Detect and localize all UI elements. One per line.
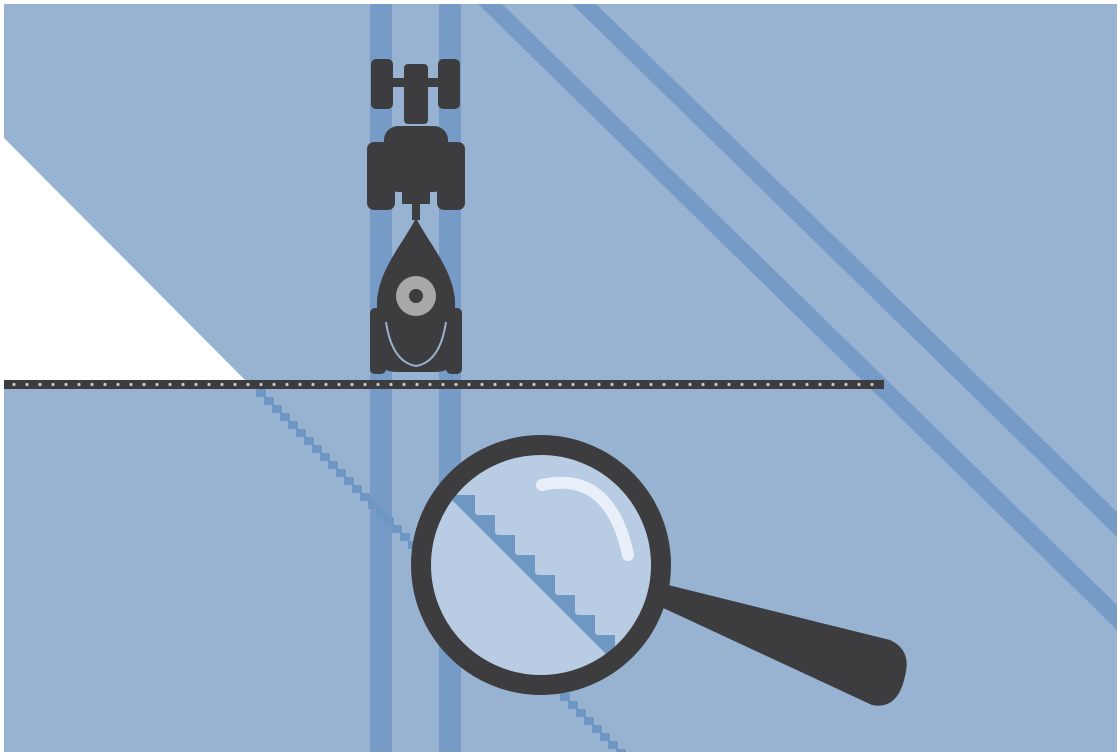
boom-nozzle-dot xyxy=(857,383,860,386)
overlap-step xyxy=(560,693,570,701)
boom-nozzle-dot xyxy=(727,383,730,386)
boom-nozzle-dot xyxy=(376,383,379,386)
overlap-step xyxy=(592,725,602,733)
overlap-step xyxy=(264,397,274,405)
boom-nozzle-dot xyxy=(558,383,561,386)
boom-nozzle-dot xyxy=(181,383,184,386)
boom-nozzle-dot xyxy=(506,383,509,386)
boom-nozzle-dot xyxy=(337,383,340,386)
spray-boom-icon xyxy=(4,380,884,389)
boom-nozzle-dot xyxy=(324,383,327,386)
boom-nozzle-dot xyxy=(831,383,834,386)
boom-nozzle-dot xyxy=(103,383,106,386)
boom-nozzle-dot xyxy=(402,383,405,386)
overlap-step xyxy=(392,525,402,533)
boom-nozzle-dot xyxy=(350,383,353,386)
boom-nozzle-dot xyxy=(38,383,41,386)
boom-nozzle-dot xyxy=(168,383,171,386)
boom-nozzle-dot xyxy=(623,383,626,386)
overlap-step xyxy=(288,421,298,429)
boom-nozzle-dot xyxy=(415,383,418,386)
boom-nozzle-dot xyxy=(610,383,613,386)
overlap-step xyxy=(368,501,378,509)
overlap-step xyxy=(352,485,362,493)
boom-nozzle-dot xyxy=(675,383,678,386)
boom-nozzle-dot xyxy=(779,383,782,386)
boom-nozzle-dot xyxy=(142,383,145,386)
boom-nozzle-dot xyxy=(272,383,275,386)
boom-nozzle-dot xyxy=(740,383,743,386)
boom-nozzle-dot xyxy=(389,383,392,386)
boom-nozzle-dot xyxy=(220,383,223,386)
overlap-step xyxy=(280,413,290,421)
overlap-step xyxy=(328,461,338,469)
boom-nozzle-dot xyxy=(766,383,769,386)
boom-nozzle-dot xyxy=(636,383,639,386)
boom-nozzle-dot xyxy=(454,383,457,386)
boom-nozzle-dot xyxy=(116,383,119,386)
boom-nozzle-dot xyxy=(792,383,795,386)
boom-nozzle-dot xyxy=(688,383,691,386)
boom-nozzle-dot xyxy=(805,383,808,386)
boom-nozzle-dot xyxy=(584,383,587,386)
boom-nozzle-dot xyxy=(64,383,67,386)
boom-nozzle-dot xyxy=(532,383,535,386)
boom-nozzle-dot xyxy=(701,383,704,386)
boom-nozzle-dot xyxy=(311,383,314,386)
boom-nozzle-dot xyxy=(545,383,548,386)
boom-nozzle-dot xyxy=(155,383,158,386)
boom-nozzle-dot xyxy=(649,383,652,386)
boom-nozzle-dot xyxy=(467,383,470,386)
overlap-step xyxy=(344,477,354,485)
boom-nozzle-dot xyxy=(480,383,483,386)
overlap-step xyxy=(304,437,314,445)
boom-nozzle-dot xyxy=(207,383,210,386)
boom-nozzle-dot xyxy=(246,383,249,386)
boom-nozzle-dot xyxy=(51,383,54,386)
boom-nozzle-dot xyxy=(194,383,197,386)
boom-nozzle-dot xyxy=(753,383,756,386)
wheel-track-left xyxy=(370,4,392,752)
boom-nozzle-dot xyxy=(259,383,262,386)
overlap-step xyxy=(272,405,282,413)
boom-nozzle-dot xyxy=(870,383,873,386)
boom-nozzle-dot xyxy=(129,383,132,386)
overlap-step xyxy=(360,493,370,501)
boom-nozzle-dot xyxy=(77,383,80,386)
overlap-step xyxy=(296,429,306,437)
boom-nozzle-dot xyxy=(818,383,821,386)
boom-nozzle-dot xyxy=(519,383,522,386)
boom-nozzle-dot xyxy=(714,383,717,386)
overlap-step xyxy=(576,709,586,717)
overlap-step xyxy=(376,509,386,517)
overlap-step xyxy=(320,453,330,461)
boom-nozzle-dot xyxy=(12,383,15,386)
boom-nozzle-dot xyxy=(844,383,847,386)
boom-nozzle-dot xyxy=(25,383,28,386)
overlap-step xyxy=(336,469,346,477)
boom-nozzle-dot xyxy=(90,383,93,386)
boom-nozzle-dot xyxy=(285,383,288,386)
overlap-step xyxy=(384,517,394,525)
overlap-step xyxy=(256,389,266,397)
boom-nozzle-dot xyxy=(571,383,574,386)
boom-nozzle-dot xyxy=(662,383,665,386)
boom-nozzle-dot xyxy=(233,383,236,386)
boom-nozzle-dot xyxy=(493,383,496,386)
overlap-step xyxy=(584,717,594,725)
boom-nozzle-dot xyxy=(363,383,366,386)
boom-nozzle-dot xyxy=(298,383,301,386)
boom-nozzle-dot xyxy=(428,383,431,386)
overlap-step xyxy=(608,741,618,749)
overlap-step xyxy=(568,701,578,709)
overlap-step xyxy=(600,733,610,741)
boom-nozzle-dot xyxy=(597,383,600,386)
boom-nozzle-dot xyxy=(441,383,444,386)
overlap-step xyxy=(400,533,410,541)
overlap-step xyxy=(312,445,322,453)
